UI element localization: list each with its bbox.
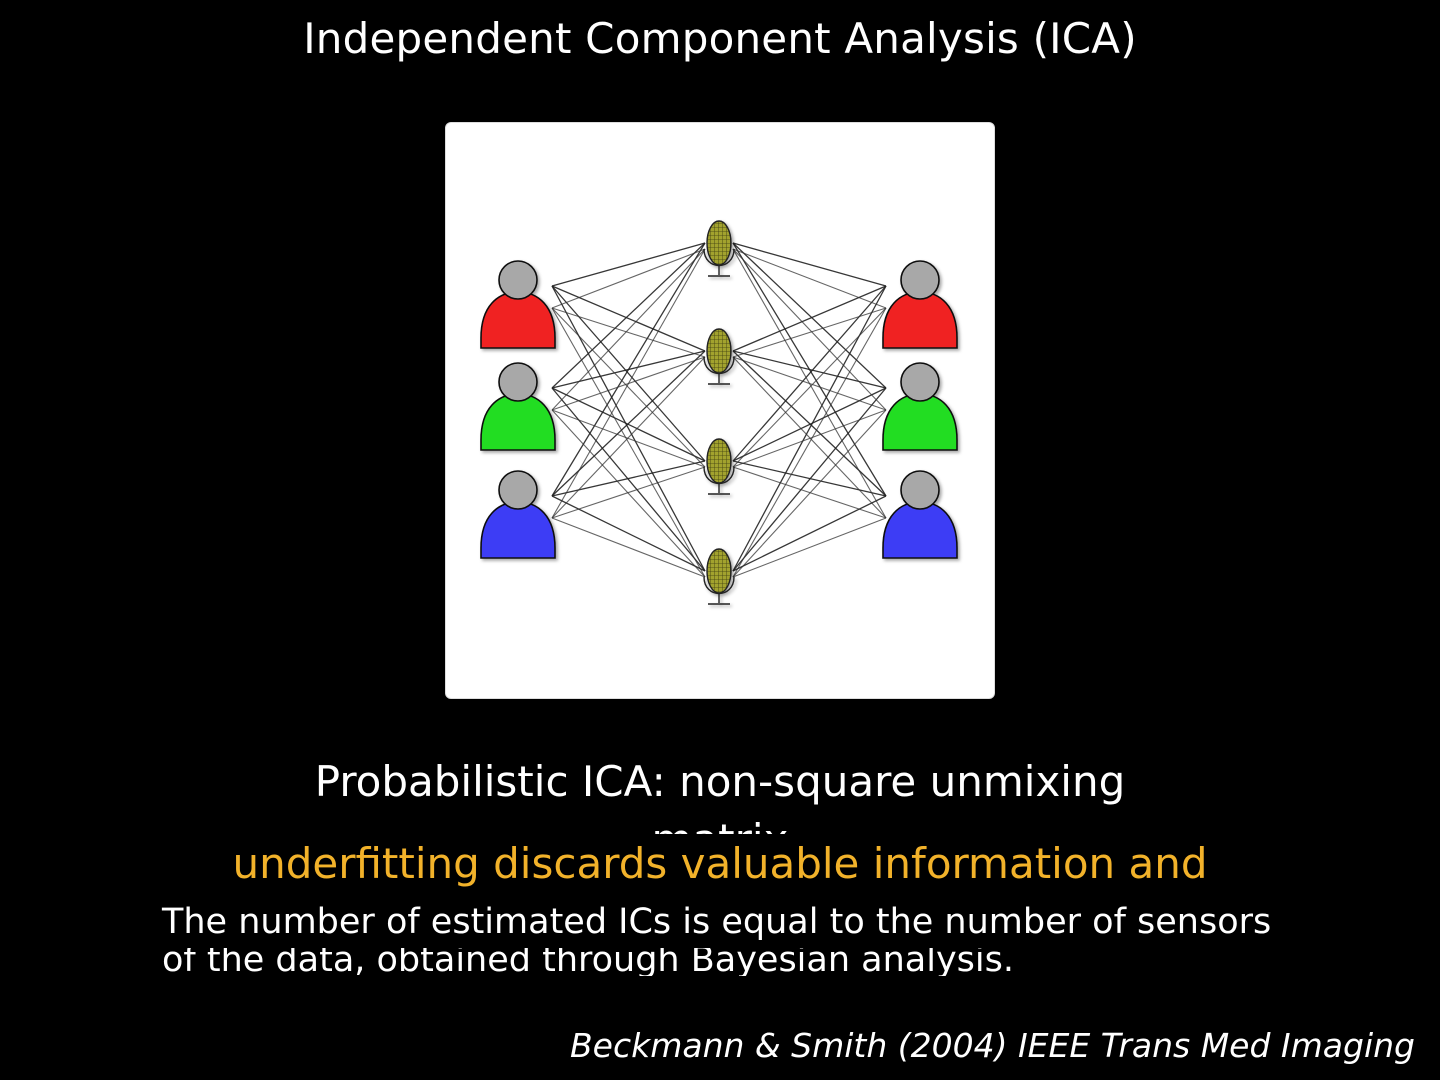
mixing-connection-line bbox=[732, 242, 887, 389]
subtitle-continuation-text: matrix bbox=[0, 814, 1440, 834]
subtitle-continuation: matrix bbox=[0, 806, 1440, 834]
mixing-connection-line bbox=[732, 248, 887, 411]
mixing-connection-line bbox=[551, 307, 706, 468]
mixing-connection-line bbox=[551, 466, 706, 519]
mixing-connection-line bbox=[551, 495, 706, 572]
mixing-connection-line bbox=[551, 356, 706, 519]
mixing-connection-line bbox=[732, 517, 887, 578]
warning-text: underfitting discards valuable informati… bbox=[232, 839, 1208, 888]
mixing-connection-line bbox=[551, 409, 706, 578]
slide-title: Independent Component Analysis (ICA) bbox=[303, 14, 1137, 63]
mixing-connection-line bbox=[732, 307, 887, 468]
mixing-connection-line bbox=[551, 248, 706, 309]
body-text-line2: of the data, obtained through Bayesian a… bbox=[162, 948, 1262, 976]
mixing-connection-line bbox=[732, 248, 887, 519]
mixing-connection-line bbox=[551, 285, 706, 352]
mixing-connection-line bbox=[732, 242, 887, 497]
mixing-connection-line bbox=[732, 307, 887, 358]
speaker-green-right-icon bbox=[882, 362, 958, 451]
microphone-2-icon bbox=[703, 328, 735, 385]
mixing-connection-line bbox=[551, 460, 706, 497]
mixing-connection-line bbox=[732, 466, 887, 519]
speaker-green-left-icon bbox=[480, 362, 556, 451]
ica-diagram bbox=[446, 123, 994, 698]
mixing-connection-line bbox=[551, 285, 706, 572]
microphone-3-icon bbox=[703, 438, 735, 495]
ica-diagram-svg bbox=[480, 220, 958, 605]
mixing-connection-line bbox=[732, 285, 887, 352]
mixing-connection-line bbox=[551, 307, 706, 358]
mixing-connection-line bbox=[551, 248, 706, 411]
mixing-connection-line bbox=[732, 356, 887, 519]
mixing-connection-line bbox=[551, 387, 706, 572]
mixing-connection-line bbox=[732, 350, 887, 497]
speaker-red-left-icon bbox=[480, 260, 556, 349]
mixing-connection-line bbox=[551, 242, 706, 497]
mixing-connection-line bbox=[551, 242, 706, 287]
body-text-line2-text: of the data, obtained through Bayesian a… bbox=[162, 948, 1014, 976]
speaker-blue-right-icon bbox=[882, 470, 958, 559]
speaker-blue-left-icon bbox=[480, 470, 556, 559]
speaker-red-right-icon bbox=[882, 260, 958, 349]
slide-subtitle: Probabilistic ICA: non-square unmixing bbox=[314, 757, 1126, 806]
mixing-connection-line bbox=[732, 387, 887, 572]
mixing-connection-line bbox=[551, 285, 706, 462]
mixing-connection-line bbox=[732, 285, 887, 462]
mixing-connection-line bbox=[732, 387, 887, 462]
mixing-connection-line bbox=[551, 387, 706, 462]
mixing-connection-line bbox=[732, 409, 887, 578]
mixing-connection-line bbox=[732, 285, 887, 572]
mixing-connection-line bbox=[732, 307, 887, 578]
mixing-connection-line bbox=[732, 409, 887, 468]
mixing-connection-line bbox=[732, 495, 887, 572]
mixing-connection-line bbox=[551, 409, 706, 468]
mixing-connection-line bbox=[551, 307, 706, 578]
mixing-connection-line bbox=[732, 460, 887, 497]
citation: Beckmann & Smith (2004) IEEE Trans Med I… bbox=[570, 1026, 1415, 1065]
microphone-1-icon bbox=[703, 220, 735, 277]
mixing-connection-line bbox=[551, 242, 706, 389]
mixing-connection-line bbox=[732, 242, 887, 287]
mixing-connection-line bbox=[551, 248, 706, 519]
mixing-connection-line bbox=[551, 517, 706, 578]
body-text-line1: The number of estimated ICs is equal to … bbox=[162, 902, 1272, 942]
microphone-4-icon bbox=[703, 548, 735, 605]
mixing-connection-line bbox=[551, 350, 706, 497]
mixing-connection-line bbox=[732, 248, 887, 309]
